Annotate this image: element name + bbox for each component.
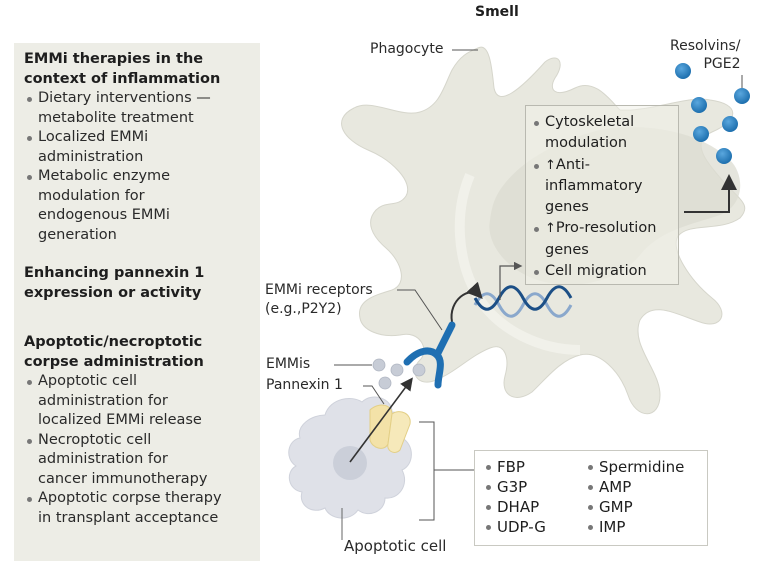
item-line: Apoptotic corpse therapy <box>38 490 222 506</box>
dna-helix <box>473 285 573 318</box>
figure-title: Smell <box>475 4 519 20</box>
item-line: in transplant acceptance <box>38 509 219 526</box>
item-line: generation <box>38 226 117 243</box>
item-line: cancer immunotherapy <box>38 470 208 487</box>
item-line: genes <box>545 199 589 216</box>
heading-corpse-administration: Apoptotic/necroptotic corpse administrat… <box>24 332 204 372</box>
metabolite-item: FBP <box>485 457 546 477</box>
list-item: Apoptotic cell administration for locali… <box>24 372 222 431</box>
emmi-receptors-label: EMMi receptors (e.g.,P2Y2) <box>265 281 373 319</box>
list-item: Localized EMMi administration <box>24 128 211 167</box>
outcome-item: ↑Pro-resolution genes <box>532 218 656 261</box>
metabolite-item: Spermidine <box>587 457 684 477</box>
item-line: Cytoskeletal <box>545 114 635 130</box>
metabolite-item: IMP <box>587 517 684 537</box>
signaling-arrow <box>450 281 483 323</box>
heading-line: context of inflammation <box>24 71 221 87</box>
metabolite-bracket <box>419 421 435 521</box>
receptor-leader <box>397 289 443 331</box>
resolvin-dot <box>675 63 691 79</box>
item-line: administration for <box>38 451 168 467</box>
label-line: (e.g.,P2Y2) <box>265 301 342 317</box>
emmi-therapies-list: Dietary interventions — metabolite treat… <box>24 89 211 245</box>
gene-expression-arrow <box>499 261 523 300</box>
item-line: inflammatory <box>545 177 643 194</box>
emmi-dot <box>372 358 386 372</box>
pannexin-leader <box>363 385 385 405</box>
item-line: modulation for <box>38 187 145 204</box>
list-item: Necroptotic cell administration for canc… <box>24 431 222 490</box>
label-line: EMMi receptors <box>265 282 373 298</box>
pannexin-label: Pannexin 1 <box>266 377 343 393</box>
resolvin-dot <box>691 97 707 113</box>
pannexin-channel <box>369 404 411 453</box>
emmi-receptor <box>403 321 456 389</box>
emmi-dot <box>412 363 426 377</box>
metabolite-item: GMP <box>587 497 684 517</box>
outcome-item: ↑Anti- inflammatory genes <box>532 155 656 219</box>
apoptotic-nucleus <box>333 446 367 480</box>
resolvins-label: Resolvins/ PGE2 <box>670 37 741 73</box>
up-arrow-icon: ↑ <box>545 221 556 237</box>
heading-line: expression or activity <box>24 285 202 301</box>
outcomes-list: Cytoskeletal modulation ↑Anti- inflammat… <box>532 112 656 282</box>
outcomes-box: Cytoskeletal modulation ↑Anti- inflammat… <box>525 105 679 285</box>
phagocyte-label: Phagocyte <box>370 41 444 57</box>
item-line: Dietary interventions — <box>38 90 211 106</box>
resolvin-dot <box>734 88 750 104</box>
heading-line: EMMi therapies in the <box>24 51 204 67</box>
item-line: metabolite treatment <box>38 109 194 126</box>
item-line: endogenous EMMi <box>38 207 170 223</box>
metabolite-item: G3P <box>485 477 546 497</box>
item-line: Metabolic enzyme <box>38 168 171 184</box>
item-line: Localized EMMi <box>38 129 149 145</box>
resolvin-dot <box>716 148 732 164</box>
heading-pannexin: Enhancing pannexin 1 expression or activ… <box>24 263 204 303</box>
metabolite-item: UDP-G <box>485 517 546 537</box>
metabolites-column-1: FBP G3P DHAP UDP-G <box>485 457 546 537</box>
therapies-panel: EMMi therapies in the context of inflamm… <box>14 43 260 561</box>
resolvin-dot <box>693 126 709 142</box>
phagocyte-inner-highlight <box>454 173 581 355</box>
heading-line: Apoptotic/necroptotic <box>24 334 203 350</box>
emmi-dot <box>390 363 404 377</box>
list-item: Metabolic enzyme modulation for endogeno… <box>24 167 211 245</box>
resolvin-dot <box>722 116 738 132</box>
outcome-item: Cell migration <box>532 261 656 282</box>
emmi-dot <box>378 376 392 390</box>
label-line: Resolvins/ <box>670 38 741 54</box>
metabolite-item: AMP <box>587 477 684 497</box>
outcome-item: Cytoskeletal modulation <box>532 112 656 155</box>
metabolite-item: DHAP <box>485 497 546 517</box>
list-item: Dietary interventions — metabolite treat… <box>24 89 211 128</box>
item-line: Pro-resolution <box>555 220 657 237</box>
item-line: Cell migration <box>545 263 647 280</box>
list-item: Apoptotic corpse therapy in transplant a… <box>24 489 222 528</box>
metabolites-box: FBP G3P DHAP UDP-G Spermidine AMP GMP IM… <box>474 450 708 546</box>
up-arrow-icon: ↑ <box>545 157 556 173</box>
item-line: localized EMMi release <box>38 412 202 428</box>
emmis-label: EMMis <box>266 356 311 372</box>
release-arrow <box>349 377 413 463</box>
emmi-molecules <box>372 358 426 390</box>
resolvin-molecules <box>675 63 750 164</box>
heading-line: Enhancing pannexin 1 <box>24 265 205 281</box>
item-line: Necroptotic cell <box>38 431 152 448</box>
heading-emmi-therapies: EMMi therapies in the context of inflamm… <box>24 49 220 89</box>
item-line: administration for <box>38 392 168 409</box>
apoptotic-cell-label: Apoptotic cell <box>344 537 447 555</box>
corpse-administration-list: Apoptotic cell administration for locali… <box>24 372 222 528</box>
secretion-arrow <box>684 174 737 213</box>
metabolites-column-2: Spermidine AMP GMP IMP <box>587 457 684 537</box>
item-line: Anti- <box>555 156 590 173</box>
item-line: genes <box>545 241 589 258</box>
item-line: Apoptotic cell <box>38 373 138 389</box>
heading-line: corpse administration <box>24 354 204 370</box>
item-line: modulation <box>545 135 628 152</box>
item-line: administration <box>38 148 144 165</box>
label-line: PGE2 <box>703 56 741 72</box>
